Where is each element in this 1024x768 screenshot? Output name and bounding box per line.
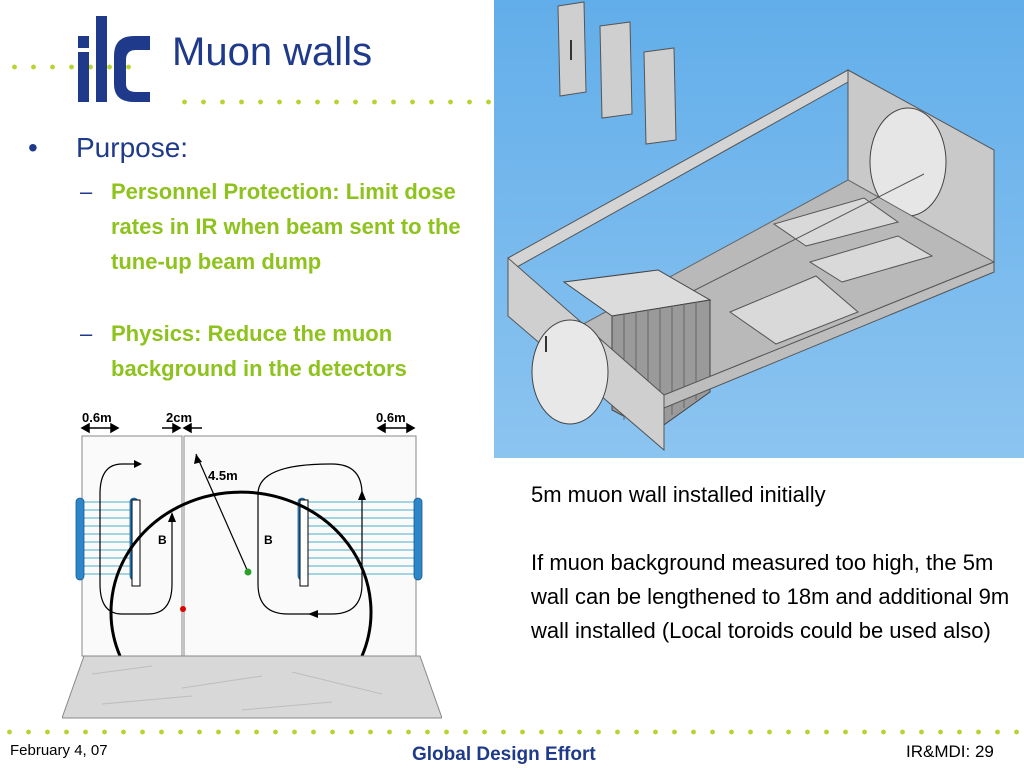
- footer-center: Global Design Effort: [412, 744, 596, 765]
- slide-title: Muon walls: [172, 30, 373, 74]
- cavern-render: [494, 0, 1024, 458]
- purpose-bullet: • Purpose:: [28, 132, 188, 164]
- top-left-dots: [5, 64, 145, 70]
- subbullet-text: Physics: Reduce the muon background in t…: [111, 321, 407, 381]
- field-label-left: B: [158, 533, 167, 547]
- ilc-logo: [74, 14, 154, 106]
- footer-dots: [0, 729, 1024, 735]
- subbullet-personnel: – Personnel Protection: Limit dose rates…: [80, 174, 500, 279]
- dimension-left-label: 0.6m: [82, 410, 112, 425]
- footer-page: IR&MDI: 29: [906, 742, 994, 761]
- note-text: 5m muon wall installed initially If muon…: [531, 478, 1011, 648]
- field-label-right: B: [264, 533, 273, 547]
- purpose-label: Purpose:: [76, 132, 189, 163]
- footer-date: February 4, 07: [10, 742, 108, 759]
- toroid-cross-section: 0.6m 2cm 0.6m: [61, 404, 443, 722]
- subbullet-dash: –: [80, 179, 93, 204]
- top-right-dots: [175, 99, 495, 105]
- dimension-mid-label: 2cm: [166, 410, 192, 425]
- note-paragraph-upgrade: If muon background measured too high, th…: [531, 550, 1010, 643]
- bullet-marker: •: [28, 132, 38, 163]
- note-paragraph-initial: 5m muon wall installed initially: [531, 482, 826, 507]
- subbullet-physics: – Physics: Reduce the muon background in…: [80, 316, 500, 386]
- subbullet-dash: –: [80, 321, 93, 346]
- radius-label: 4.5m: [208, 468, 238, 483]
- dimension-right-label: 0.6m: [376, 410, 406, 425]
- subbullet-text: Personnel Protection: Limit dose rates i…: [111, 179, 461, 274]
